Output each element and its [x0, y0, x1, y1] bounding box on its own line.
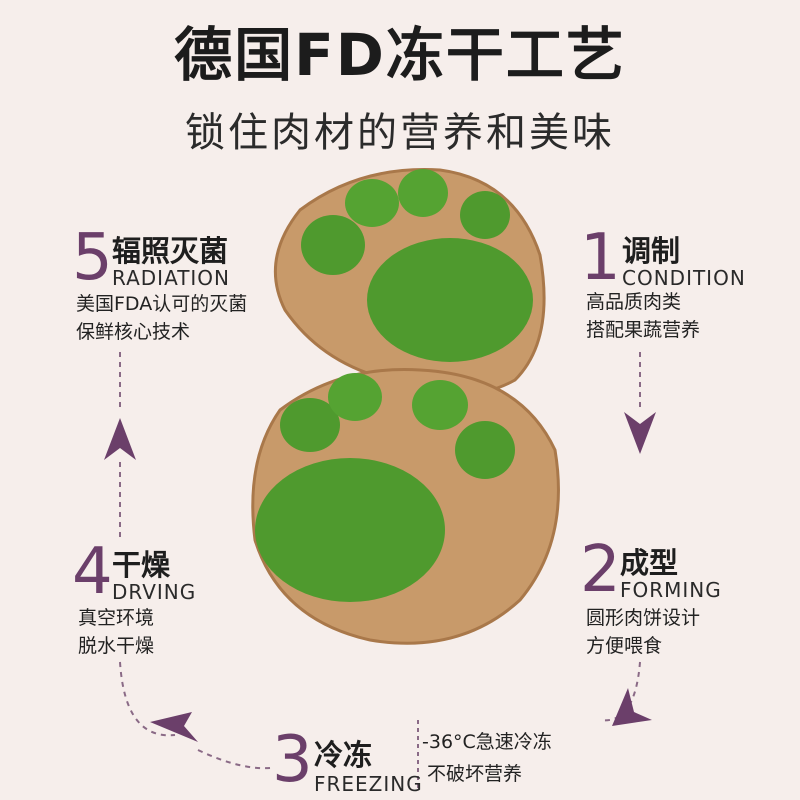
page-title: 德国FD冻干工艺 — [174, 21, 626, 89]
step-title-cn: 冷冻 — [314, 738, 373, 772]
step-title-cn: 成型 — [620, 546, 679, 580]
step-title-cn: 调制 — [622, 234, 681, 268]
step-desc-line: -36°C急速冷冻 — [422, 731, 552, 753]
step-radiation: 5 辐照灭菌 RADIATION 美国FDA认可的灭菌 保鲜核心技术 — [72, 226, 292, 356]
step-desc-line: 圆形肉饼设计 — [586, 607, 701, 629]
step-forming: 2 成型 FORMING 圆形肉饼设计 方便喂食 — [580, 538, 800, 668]
step-desc-line: 不破坏营养 — [427, 763, 523, 785]
arrow-icon — [624, 412, 656, 454]
arrow-icon — [150, 712, 198, 742]
step-drying: 4 干燥 DRVING 真空环境 脱水干燥 — [72, 540, 272, 670]
arrow-icon — [104, 418, 136, 460]
step-desc-line: 保鲜核心技术 — [76, 321, 191, 343]
step-title-en: DRVING — [112, 580, 197, 604]
step-title-cn: 辐照灭菌 — [112, 234, 229, 268]
flow-line-2-3 — [599, 661, 641, 722]
step-desc-line: 美国FDA认可的灭菌 — [76, 293, 248, 315]
paw-treat-image — [251, 168, 560, 645]
flow-line-3-left — [197, 749, 271, 770]
step-freezing: 3 冷冻 FREEZING -36°C急速冷冻 不破坏营养 — [272, 728, 572, 800]
step-number: 4 — [72, 535, 113, 609]
step-title-en: RADIATION — [112, 266, 231, 290]
step-number: 2 — [580, 533, 621, 607]
step-title-en: CONDITION — [622, 266, 746, 290]
step-number: 3 — [272, 723, 313, 797]
step-title-cn: 干燥 — [112, 548, 171, 582]
step-title-en: FORMING — [620, 578, 722, 602]
step-number: 5 — [72, 221, 113, 295]
step-desc-line: 搭配果蔬营养 — [586, 319, 701, 341]
flow-line-4-3 — [119, 661, 176, 737]
step-desc-line: 高品质肉类 — [586, 291, 682, 313]
page-subtitle: 锁住肉材的营养和美味 — [185, 110, 615, 156]
step-desc-line: 方便喂食 — [586, 635, 663, 657]
step-title-en: FREEZING — [314, 772, 423, 796]
step-condition: 1 调制 CONDITION 高品质肉类 搭配果蔬营养 — [580, 226, 800, 356]
step-number: 1 — [580, 221, 621, 295]
arrow-icon — [612, 688, 652, 726]
step-desc-line: 真空环境 — [78, 607, 155, 629]
step-desc-line: 脱水干燥 — [78, 635, 155, 657]
